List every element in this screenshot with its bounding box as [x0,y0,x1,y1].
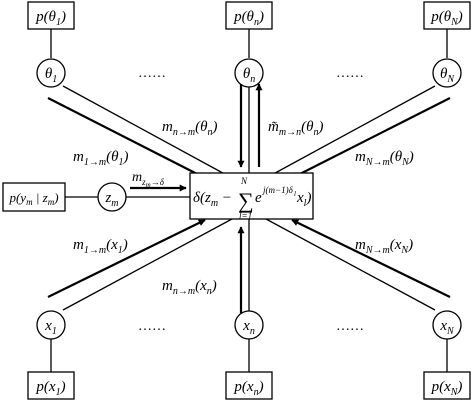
label-m-n-x: mn→m(xn) [162,278,217,297]
svg-text:j(m−1)δ: j(m−1)δ [262,185,294,195]
prior-theta-N-label: p(θN) [430,9,463,28]
prior-x-1-label: p(x1) [35,379,65,398]
label-mt-m-theta: m̃m→n(θn) [268,119,323,138]
prior-x-N-box [423,371,471,400]
arrow-m-1-x [47,219,206,298]
label-m-n-theta: mn→m(θn) [162,119,217,138]
variable-theta-N [432,58,462,88]
edge-theta-1-factor [62,85,233,179]
ellipsis-top-right: …… [336,66,364,81]
edge-x-N-factor [265,218,436,311]
svg-text:xl): xl) [296,190,311,209]
label-m-N-x: mN→m(xN) [355,237,413,256]
svg-text:l: l [294,190,296,198]
likelihood-label: p(ym | zm) [8,190,58,207]
svg-text:∑: ∑ [238,188,254,213]
arrow-m-1-theta [47,97,206,179]
prior-x-n-box [225,371,273,400]
factor-delta-formula: δ(zm − ∑ N l=1 e j(m−1)δ l xl) [193,176,311,221]
label-m-1-x: m1→m(x1) [73,237,128,256]
label-m-z-delta: mzm→δ [132,170,165,189]
label-m-N-theta: mN→m(θN) [355,149,414,168]
label-m-1-theta: m1→m(θ1) [73,149,128,168]
prior-x-n-label: p(xn) [233,379,263,398]
svg-text:N: N [240,176,248,186]
prior-x-N-label: p(xN) [431,379,463,398]
ellipsis-top-left: …… [138,66,166,81]
prior-theta-1-label: p(θ1) [35,9,66,28]
ellipsis-bottom-left: …… [138,319,166,334]
prior-theta-n-label: p(θn) [233,9,264,28]
arrow-m-N-theta [291,97,451,179]
variable-theta-1 [36,58,66,88]
edge-x-1-factor [62,218,233,311]
svg-text:e: e [255,190,262,206]
ellipsis-bottom-right: …… [336,319,364,334]
prior-x-1-box [27,371,75,400]
svg-text:δ(zm −: δ(zm − [193,190,232,209]
factor-delta-box [189,172,314,220]
svg-text:l=1: l=1 [239,211,252,221]
edge-theta-N-factor [265,85,436,179]
arrow-m-N-x [291,219,451,298]
